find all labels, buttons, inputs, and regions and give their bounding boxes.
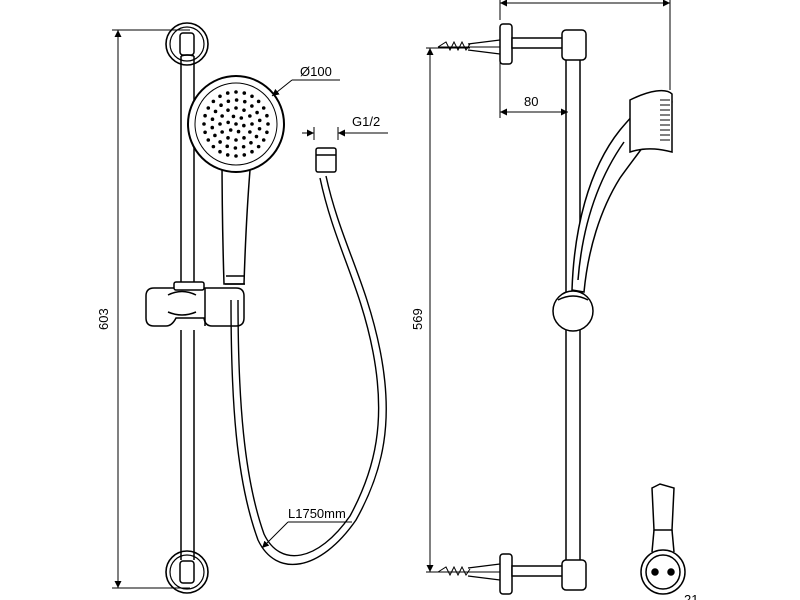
nozzle-dot <box>242 123 246 128</box>
nozzle-dot <box>265 113 269 118</box>
nozzle-dot <box>257 118 262 123</box>
nozzle-dot <box>231 114 236 119</box>
nozzle-dot <box>234 106 238 110</box>
side-hand-shower <box>571 89 673 293</box>
nozzle-dot <box>256 99 261 104</box>
nozzle-dot <box>206 106 211 110</box>
nozzle-dot <box>255 110 259 115</box>
side-nozzles <box>660 99 670 141</box>
riser-rail <box>180 54 195 560</box>
top-wall-bracket <box>165 22 209 66</box>
detail-value-label: 21 <box>684 592 698 600</box>
nozzle-dot <box>242 91 247 95</box>
nozzle-dot <box>265 130 269 135</box>
overall-height-label: 603 <box>96 308 111 330</box>
nozzle-dot <box>233 146 238 150</box>
hose-length-leader <box>261 521 352 549</box>
nozzle-dot <box>203 130 207 135</box>
head-diameter-label: Ø100 <box>300 64 332 79</box>
nozzle-dot <box>234 154 238 158</box>
bottom-wall-plug <box>437 563 501 581</box>
nozzle-dot <box>234 122 238 126</box>
nozzle-dot <box>250 122 254 126</box>
nozzle-dot <box>234 98 239 102</box>
nozzle-dot <box>242 153 247 157</box>
nozzle-dot <box>226 108 230 112</box>
nozzle-dot <box>211 99 216 104</box>
nozzle-dot <box>266 122 270 126</box>
nozzle-dot <box>226 120 230 125</box>
nozzle-dot <box>261 106 266 110</box>
nozzle-dot <box>249 140 253 145</box>
nozzle-dot <box>203 113 207 118</box>
nozzle-dot <box>218 122 222 126</box>
nozzle-dot <box>239 116 244 120</box>
nozzle-dot <box>250 149 254 154</box>
nozzle-dot <box>250 104 254 108</box>
bottom-wall-bracket <box>165 550 209 594</box>
thread-dimension <box>302 127 388 140</box>
nozzle-dot <box>220 130 224 134</box>
hand-shower <box>187 75 285 285</box>
rail-end-caps <box>561 29 587 591</box>
nozzle-dot <box>211 144 216 149</box>
nozzle-dot <box>248 114 252 118</box>
nozzle-dot <box>257 126 262 131</box>
projection-label: 80 <box>524 94 538 109</box>
nozzle-dot <box>234 138 238 142</box>
nozzle-dot <box>234 90 238 94</box>
diameter-leader <box>271 79 340 97</box>
nozzle-dot <box>225 144 230 149</box>
front-view <box>112 22 388 594</box>
nozzle-dot <box>213 133 217 138</box>
nozzle-dot <box>218 140 222 144</box>
nozzle-dot <box>218 94 222 99</box>
fixing-distance-label: 569 <box>410 308 425 330</box>
nozzle-dot <box>250 94 254 99</box>
hose-detail <box>640 483 686 595</box>
nozzle-dot <box>241 144 246 149</box>
nozzle-dot <box>236 129 241 134</box>
nozzle-dot <box>210 125 215 130</box>
fixing-dimension-569 <box>426 47 470 573</box>
nozzle-dot <box>242 136 246 140</box>
thread-label: G1/2 <box>352 114 380 129</box>
top-depth-dimension <box>499 0 671 90</box>
side-slider <box>552 290 594 332</box>
nozzle-dot <box>256 144 261 149</box>
shower-head-nozzles <box>202 90 270 158</box>
nozzle-dot <box>242 99 247 104</box>
slider-holder <box>145 281 245 327</box>
nozzle-dot <box>254 134 259 139</box>
wall-flanges <box>499 23 565 595</box>
nozzle-dot <box>225 91 230 95</box>
nozzle-dot <box>213 109 218 114</box>
nozzle-dot <box>228 128 233 132</box>
side-view <box>426 0 686 595</box>
nozzle-dot <box>225 153 230 157</box>
shower-hose <box>230 147 387 566</box>
nozzle-dot <box>226 99 231 104</box>
nozzle-dot <box>206 138 211 142</box>
nozzle-dot <box>261 138 266 142</box>
nozzle-dot <box>248 130 252 134</box>
hose-length-label: L1750mm <box>288 506 346 521</box>
nozzle-dot <box>220 114 224 118</box>
nozzle-dot <box>242 108 246 112</box>
nozzle-dot <box>219 103 223 108</box>
top-wall-plug <box>437 39 501 55</box>
nozzle-dot <box>210 117 215 122</box>
nozzle-dot <box>226 136 230 140</box>
nozzle-dot <box>218 149 222 154</box>
nozzle-dot <box>202 122 206 126</box>
projection-dimension-80 <box>499 60 568 118</box>
